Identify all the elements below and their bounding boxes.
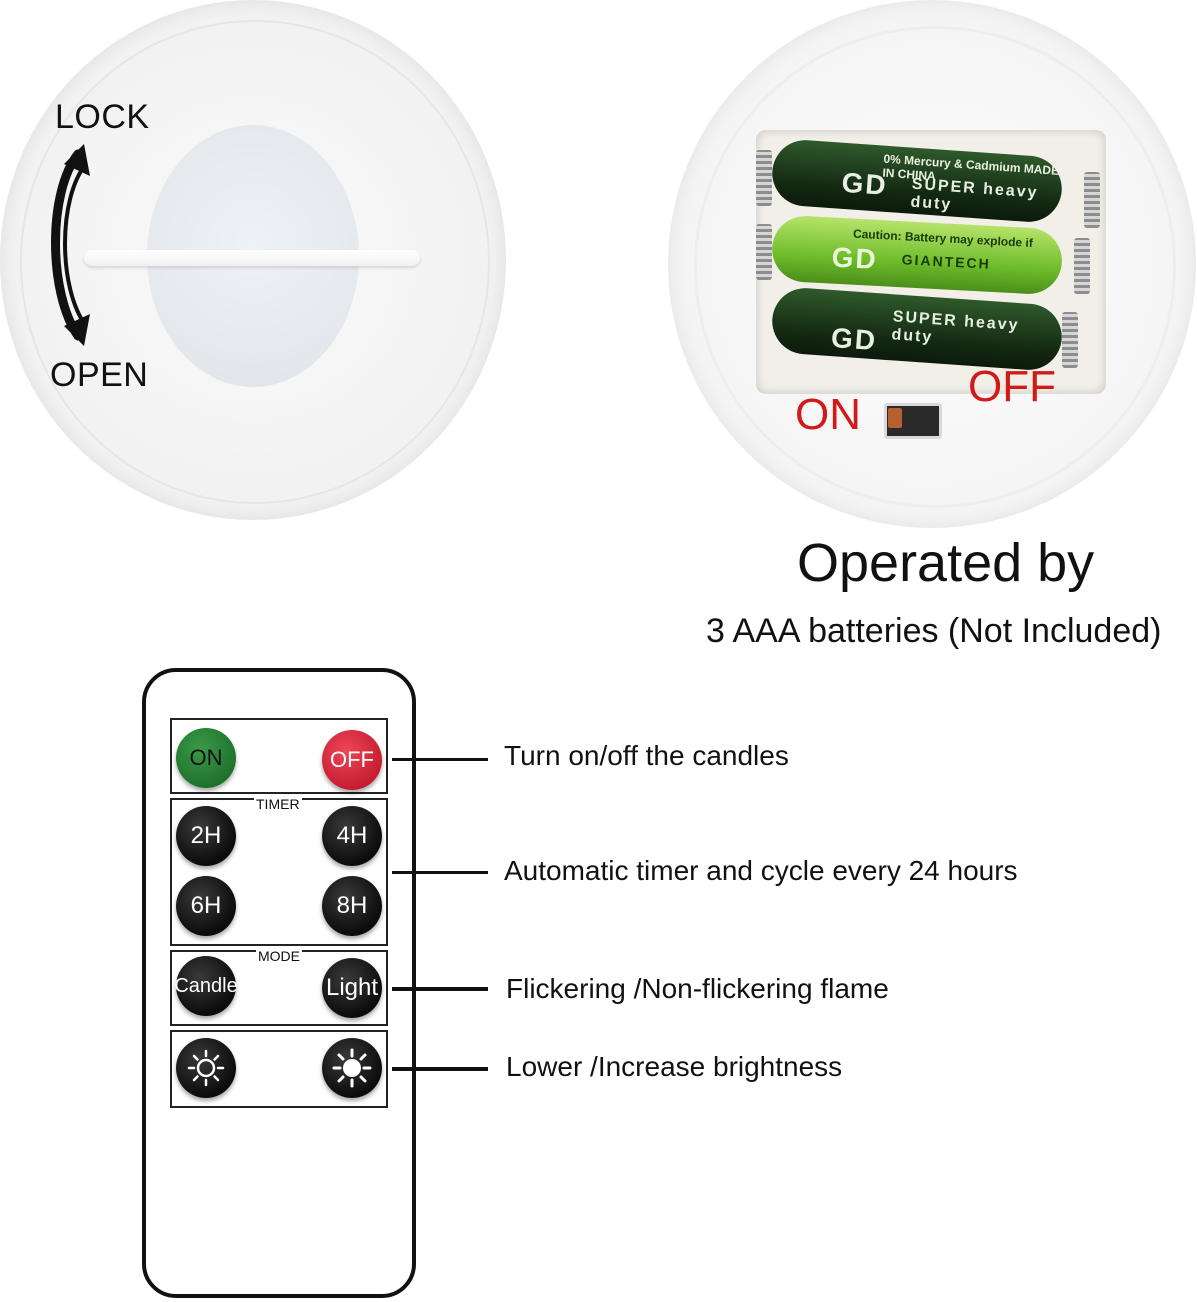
switch-off-label: OFF: [968, 362, 1056, 411]
battery-rim: [694, 26, 1176, 508]
lock-label: LOCK: [55, 98, 150, 136]
mode-caption: MODE: [256, 948, 302, 964]
operated-by-title: Operated by: [797, 533, 1095, 593]
on-button-label: ON: [189, 745, 223, 770]
timer-leader-line: [392, 871, 488, 874]
off-button[interactable]: OFF: [322, 730, 382, 790]
rotate-arrow-icon: [51, 144, 90, 346]
timer-6h-button[interactable]: 6H: [176, 876, 236, 936]
mode-description: Flickering /Non-flickering flame: [506, 973, 889, 1004]
brightness-up-button[interactable]: [322, 1038, 382, 1098]
on-button[interactable]: ON: [176, 728, 236, 788]
power-switch-knob[interactable]: [888, 408, 902, 428]
timer-description: Automatic timer and cycle every 24 hours: [504, 855, 1018, 886]
base-rim: [20, 20, 490, 504]
battery-requirement-text: 3 AAA batteries (Not Included): [706, 612, 1162, 650]
off-button-label: OFF: [330, 747, 374, 772]
battery-brand: SUPER heavy duty: [890, 308, 1021, 347]
timer-caption: TIMER: [254, 796, 302, 812]
switch-on-label: ON: [795, 390, 861, 439]
battery-logo: GD: [840, 166, 889, 201]
candle-button-label: Candle: [174, 974, 238, 997]
timer-2h-button[interactable]: 2H: [176, 806, 236, 866]
base-twist-grip: [84, 250, 420, 266]
battery-spring-icon: [756, 150, 772, 206]
light-button-label: Light: [325, 974, 379, 1001]
timer-button-label: 6H: [190, 892, 222, 919]
battery-logo: GD: [830, 322, 879, 357]
timer-8h-button[interactable]: 8H: [322, 876, 382, 936]
timer-button-label: 4H: [336, 822, 368, 849]
battery-spring-icon: [1074, 238, 1090, 294]
power-leader-line: [392, 758, 488, 761]
battery-spring-icon: [1084, 172, 1100, 228]
battery-logo: GD: [830, 241, 879, 275]
brightness-description: Lower /Increase brightness: [506, 1051, 843, 1082]
timer-4h-button[interactable]: 4H: [322, 806, 382, 866]
light-mode-button[interactable]: Light: [322, 958, 382, 1018]
battery-brand: GIANTECH: [901, 251, 992, 272]
mode-leader-line: [392, 987, 488, 991]
sun-outline-icon: [187, 1049, 225, 1087]
sun-filled-icon: [332, 1048, 372, 1088]
battery-spring-icon: [1062, 312, 1078, 368]
battery-spring-icon: [756, 224, 772, 280]
brightness-down-button[interactable]: [176, 1038, 236, 1098]
candle-mode-button[interactable]: Candle: [174, 956, 238, 1016]
timer-button-label: 2H: [190, 822, 222, 849]
brightness-leader-line: [392, 1067, 488, 1071]
battery-label: Caution: Battery may explode if: [852, 226, 1034, 251]
open-label: OPEN: [50, 356, 149, 394]
power-description: Turn on/off the candles: [504, 740, 789, 771]
timer-button-label: 8H: [336, 892, 368, 919]
